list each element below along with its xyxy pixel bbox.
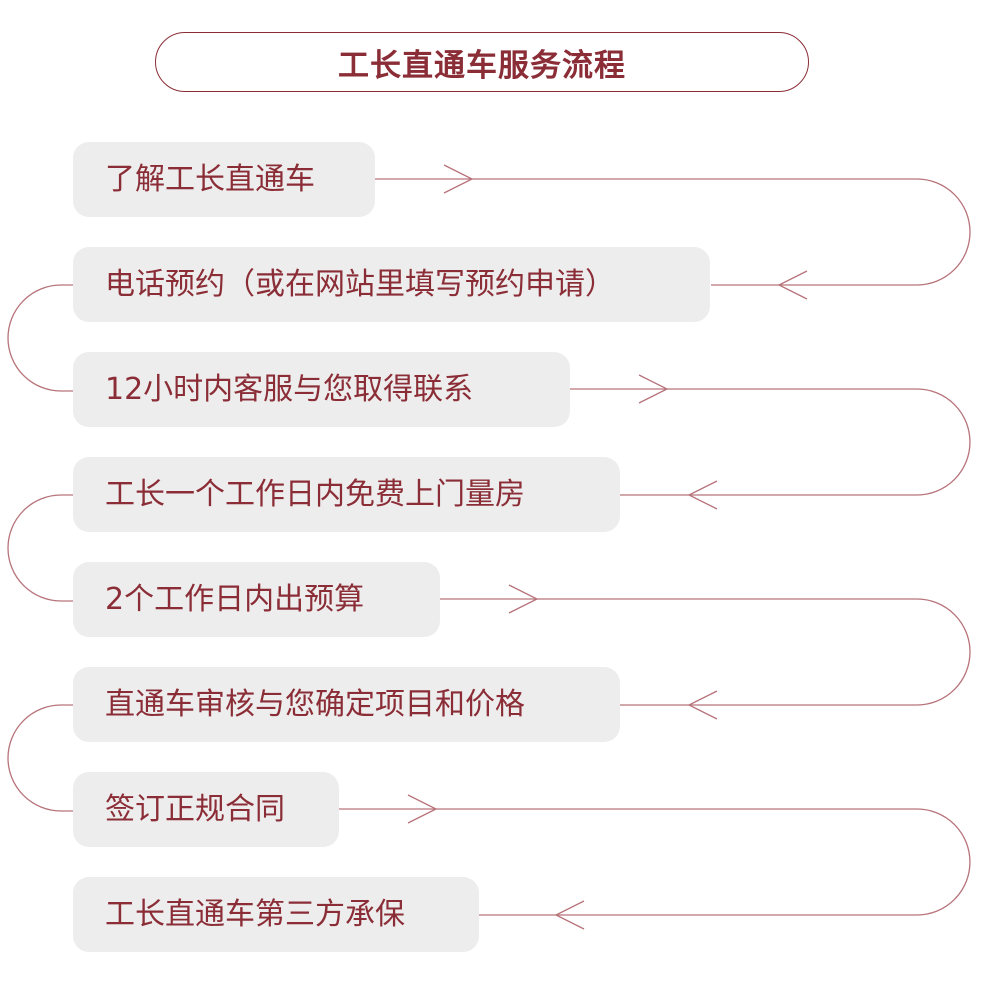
arrow-left-icon <box>777 270 808 300</box>
flow-step-1: 了解工长直通车 <box>73 142 375 217</box>
step-label: 电话预约（或在网站里填写预约申请） <box>105 266 615 302</box>
connector-2-3 <box>7 284 73 392</box>
flow-step-4: 工长一个工作日内免费上门量房 <box>73 457 620 532</box>
step-label: 工长一个工作日内免费上门量房 <box>105 476 525 512</box>
arrow-right-icon <box>407 794 438 824</box>
step-label: 2个工作日内出预算 <box>105 581 365 617</box>
connector-4-5 <box>7 494 73 602</box>
title-banner: 工长直通车服务流程 <box>155 32 809 92</box>
connector-7-8 <box>338 808 971 916</box>
arrow-right-icon <box>443 164 474 194</box>
connector-6-7 <box>7 704 73 812</box>
flow-step-7: 签订正规合同 <box>73 772 339 847</box>
arrow-right-icon <box>638 374 669 404</box>
flow-step-5: 2个工作日内出预算 <box>73 562 440 637</box>
step-label: 12小时内客服与您取得联系 <box>105 371 474 407</box>
connector-1-2 <box>374 178 971 286</box>
arrow-left-icon <box>554 900 585 930</box>
connector-5-6 <box>439 598 971 706</box>
page-title: 工长直通车服务流程 <box>338 47 626 84</box>
step-label: 工长直通车第三方承保 <box>105 896 405 932</box>
step-label: 了解工长直通车 <box>105 161 315 197</box>
flow-step-3: 12小时内客服与您取得联系 <box>73 352 570 427</box>
arrow-left-icon <box>687 690 718 720</box>
flow-step-6: 直通车审核与您确定项目和价格 <box>73 667 620 742</box>
step-label: 直通车审核与您确定项目和价格 <box>105 686 525 722</box>
connector-3-4 <box>569 388 971 496</box>
arrow-right-icon <box>508 584 539 614</box>
flow-step-2: 电话预约（或在网站里填写预约申请） <box>73 247 710 322</box>
flow-step-8: 工长直通车第三方承保 <box>73 877 479 952</box>
step-label: 签订正规合同 <box>105 791 285 827</box>
arrow-left-icon <box>687 480 718 510</box>
